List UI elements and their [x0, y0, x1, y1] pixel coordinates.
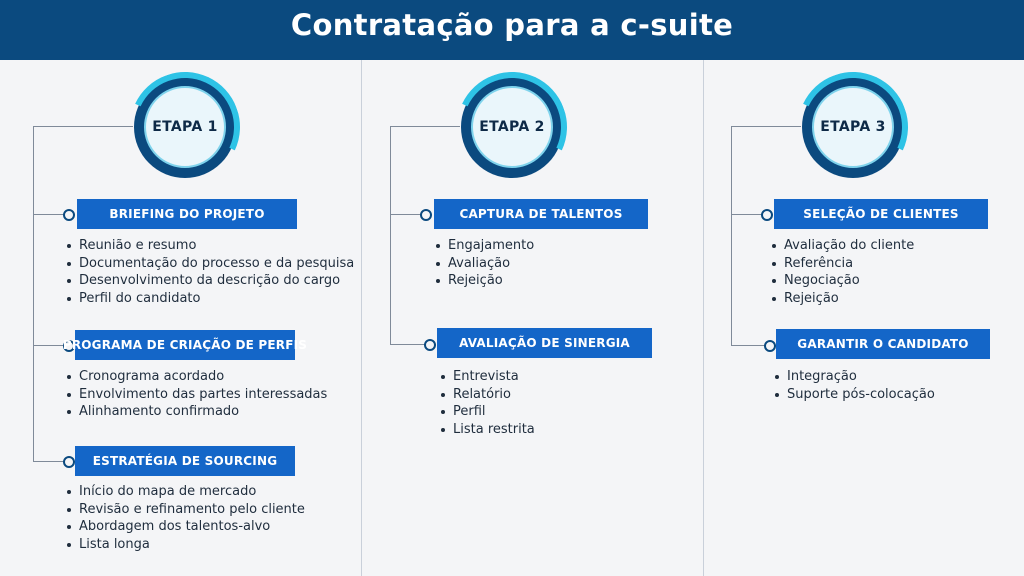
- list-item: Desenvolvimento da descrição do cargo: [63, 272, 354, 290]
- stage-1-label: ETAPA 1: [152, 119, 218, 135]
- list-item: Rejeição: [432, 272, 534, 290]
- list-item: Relatório: [437, 386, 535, 404]
- list-item: Lista longa: [63, 536, 305, 554]
- stage-inner: ETAPA 1: [144, 86, 226, 168]
- section-heading-client-selection: SELEÇÃO DE CLIENTES: [774, 199, 988, 229]
- list-item: Referência: [768, 255, 914, 273]
- column-divider: [361, 60, 362, 576]
- section-heading-sourcing: ESTRATÉGIA DE SOURCING: [75, 446, 295, 476]
- list-item: Entrevista: [437, 368, 535, 386]
- list-item: Rejeição: [768, 290, 914, 308]
- connector-line: [33, 345, 63, 346]
- connector-dot: [63, 209, 75, 221]
- list-item: Negociação: [768, 272, 914, 290]
- list-item: Cronograma acordado: [63, 368, 327, 386]
- page-title: Contratação para a c-suite: [290, 8, 734, 42]
- connector-line: [33, 214, 63, 215]
- connector-line: [731, 126, 801, 127]
- connector-dot: [63, 340, 75, 352]
- column-divider: [703, 60, 704, 576]
- list-item: Lista restrita: [437, 421, 535, 439]
- list-item: Abordagem dos talentos-alvo: [63, 518, 305, 536]
- list-item: Integração: [771, 368, 935, 386]
- section-heading-profiles: PROGRAMA DE CRIAÇÃO DE PERFIS: [63, 330, 307, 360]
- section-heading-talent-capture: CAPTURA DE TALENTOS: [434, 199, 648, 229]
- stage-2-label: ETAPA 2: [479, 119, 545, 135]
- connector-dot: [63, 456, 75, 468]
- sourcing-list: Início do mapa de mercado Revisão e refi…: [63, 483, 305, 553]
- list-item: Alinhamento confirmado: [63, 403, 327, 421]
- list-item: Reunião e resumo: [63, 237, 354, 255]
- stage-2-badge: ETAPA 2: [441, 56, 583, 198]
- connector-line: [390, 214, 420, 215]
- stage-3-badge: ETAPA 3: [782, 56, 924, 198]
- list-item: Suporte pós-colocação: [771, 386, 935, 404]
- section-heading-secure-candidate: GARANTIR O CANDIDATO: [776, 329, 990, 359]
- connector-dot: [424, 339, 436, 351]
- connector-line: [731, 214, 761, 215]
- section-heading-briefing: BRIEFING DO PROJETO: [77, 199, 297, 229]
- stage-3-label: ETAPA 3: [820, 119, 886, 135]
- list-item: Envolvimento das partes interessadas: [63, 386, 327, 404]
- list-item: Perfil: [437, 403, 535, 421]
- connector-line: [33, 126, 133, 127]
- list-item: Avaliação do cliente: [768, 237, 914, 255]
- section-heading-synergy: AVALIAÇÃO DE SINERGIA: [437, 328, 652, 358]
- connector-dot: [761, 209, 773, 221]
- timeline-line: [390, 126, 391, 344]
- list-item: Revisão e refinamento pelo cliente: [63, 501, 305, 519]
- stage-1-badge: ETAPA 1: [114, 56, 256, 198]
- client-selection-list: Avaliação do cliente Referência Negociaç…: [768, 237, 914, 307]
- header-bar: Contratação para a c-suite: [0, 0, 1024, 60]
- list-item: Documentação do processo e da pesquisa: [63, 255, 354, 273]
- stage-inner: ETAPA 3: [812, 86, 894, 168]
- connector-dot: [764, 340, 776, 352]
- connector-line: [33, 461, 63, 462]
- connector-line: [390, 126, 460, 127]
- connector-dot: [420, 209, 432, 221]
- list-item: Engajamento: [432, 237, 534, 255]
- connector-line: [731, 345, 764, 346]
- synergy-list: Entrevista Relatório Perfil Lista restri…: [437, 368, 535, 438]
- secure-candidate-list: Integração Suporte pós-colocação: [771, 368, 935, 403]
- timeline-line: [731, 126, 732, 345]
- profiles-list: Cronograma acordado Envolvimento das par…: [63, 368, 327, 421]
- stage-inner: ETAPA 2: [471, 86, 553, 168]
- list-item: Início do mapa de mercado: [63, 483, 305, 501]
- timeline-line: [33, 126, 34, 461]
- list-item: Perfil do candidato: [63, 290, 354, 308]
- connector-line: [390, 344, 424, 345]
- list-item: Avaliação: [432, 255, 534, 273]
- briefing-list: Reunião e resumo Documentação do process…: [63, 237, 354, 307]
- talent-capture-list: Engajamento Avaliação Rejeição: [432, 237, 534, 290]
